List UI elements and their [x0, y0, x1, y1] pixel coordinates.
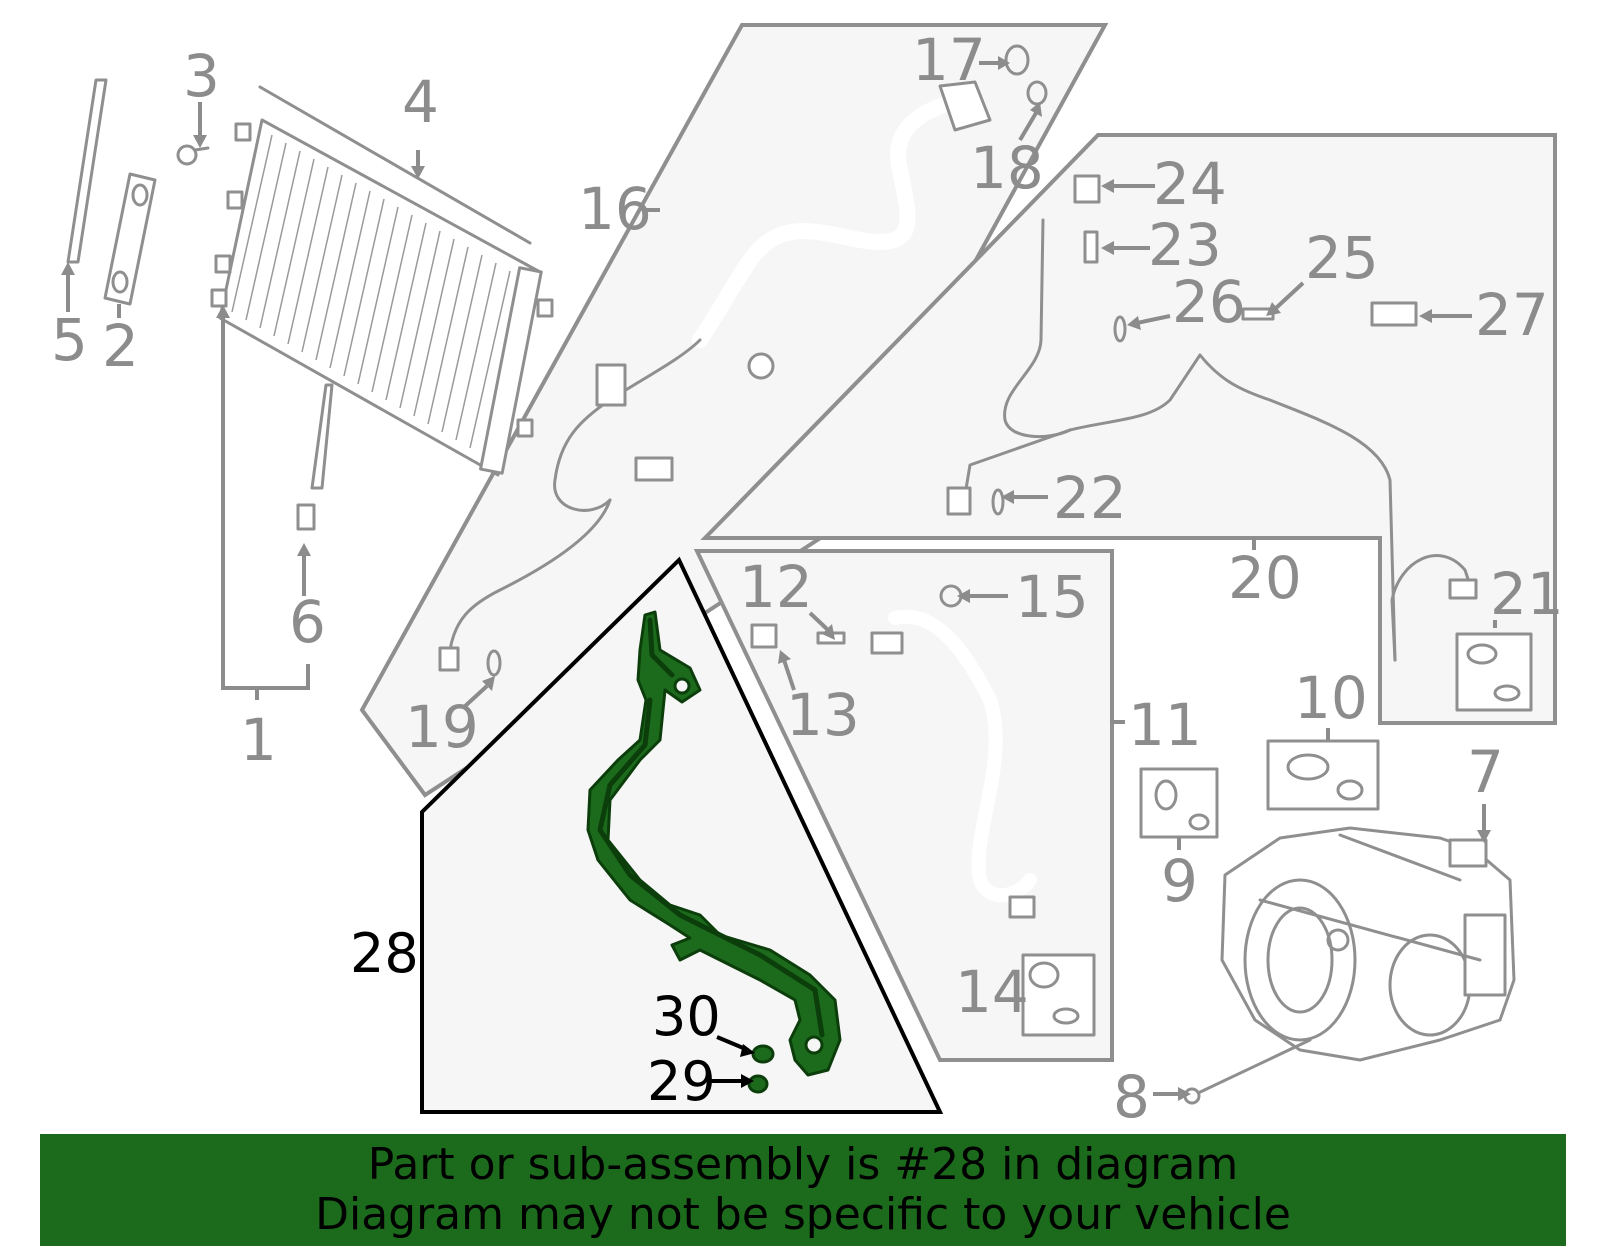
seal-kit-21: [1455, 632, 1533, 712]
callout-15: 15: [1015, 563, 1089, 631]
banner-line-disclaimer: Diagram may not be specific to your vehi…: [315, 1189, 1291, 1240]
bolt-8: [1183, 1038, 1312, 1105]
condenser-assembly: [210, 85, 554, 477]
callout-11: 11: [1128, 691, 1202, 759]
callout-4: 4: [402, 68, 439, 136]
callout-5: 5: [51, 306, 88, 374]
callout-23: 23: [1148, 211, 1222, 279]
o-ring-22: [991, 488, 1005, 516]
callout-22: 22: [1053, 464, 1127, 532]
callout-6: 6: [289, 588, 326, 656]
o-ring-18: [1026, 80, 1048, 106]
info-banner: Part or sub-assembly is #28 in diagram D…: [40, 1134, 1566, 1246]
callout-3: 3: [183, 42, 220, 110]
callout-9: 9: [1161, 847, 1198, 915]
o-ring-26: [1113, 315, 1127, 343]
panel-20-tube-group: [700, 133, 1557, 725]
callout-13: 13: [786, 681, 860, 749]
panel-11-hose-group: [693, 549, 1114, 1062]
o-ring-29[interactable]: [747, 1074, 769, 1094]
callout-28[interactable]: 28: [350, 922, 419, 985]
mount-bracket: [103, 172, 157, 306]
callout-1: 1: [240, 706, 277, 774]
callout-12: 12: [739, 553, 813, 621]
o-ring-17: [1004, 44, 1030, 76]
pressure-sensor-27: [1370, 301, 1418, 327]
callout-29: 29: [647, 1050, 716, 1113]
callout-14: 14: [955, 958, 1029, 1026]
ac-compressor: [1220, 826, 1516, 1062]
liquid-line-20: [946, 218, 1478, 662]
callout-25: 25: [1305, 224, 1379, 292]
bolt: [176, 144, 210, 166]
seal-kit-14: [1021, 953, 1096, 1037]
o-ring-19: [486, 649, 502, 677]
valve-core-23: [1083, 230, 1099, 264]
suction-hose-16: [438, 80, 992, 672]
seal-kit-9: [1139, 767, 1219, 839]
callout-27: 27: [1475, 281, 1549, 349]
callout-26: 26: [1172, 268, 1246, 336]
leader-lines: [61, 56, 1497, 1101]
o-ring-30[interactable]: [751, 1044, 775, 1064]
desiccant-bag: [296, 383, 334, 531]
discharge-hose-11: [870, 609, 1037, 919]
callout-20: 20: [1228, 544, 1302, 612]
callout-10: 10: [1294, 664, 1368, 732]
callout-19: 19: [405, 693, 479, 761]
callout-21: 21: [1490, 560, 1564, 628]
callout-30: 30: [652, 985, 721, 1048]
callout-24: 24: [1153, 150, 1227, 218]
callout-16: 16: [578, 175, 652, 243]
callout-17: 17: [912, 26, 986, 94]
callout-8: 8: [1113, 1063, 1150, 1131]
side-seal-strip: [66, 78, 108, 264]
callout-2: 2: [102, 312, 139, 380]
callout-labels: 1 2 3 4 5 6 7 8 9 10 11 12 13 14 15 16 1…: [51, 26, 1564, 1131]
highlighted-part-28-hose[interactable]: [586, 610, 842, 1077]
seal-kit-10: [1266, 739, 1380, 811]
banner-line-part-number: Part or sub-assembly is #28 in diagram: [367, 1139, 1239, 1190]
callout-18: 18: [970, 134, 1044, 202]
callout-7: 7: [1467, 738, 1504, 806]
cap-13: [750, 623, 778, 649]
cap-24: [1073, 174, 1101, 204]
